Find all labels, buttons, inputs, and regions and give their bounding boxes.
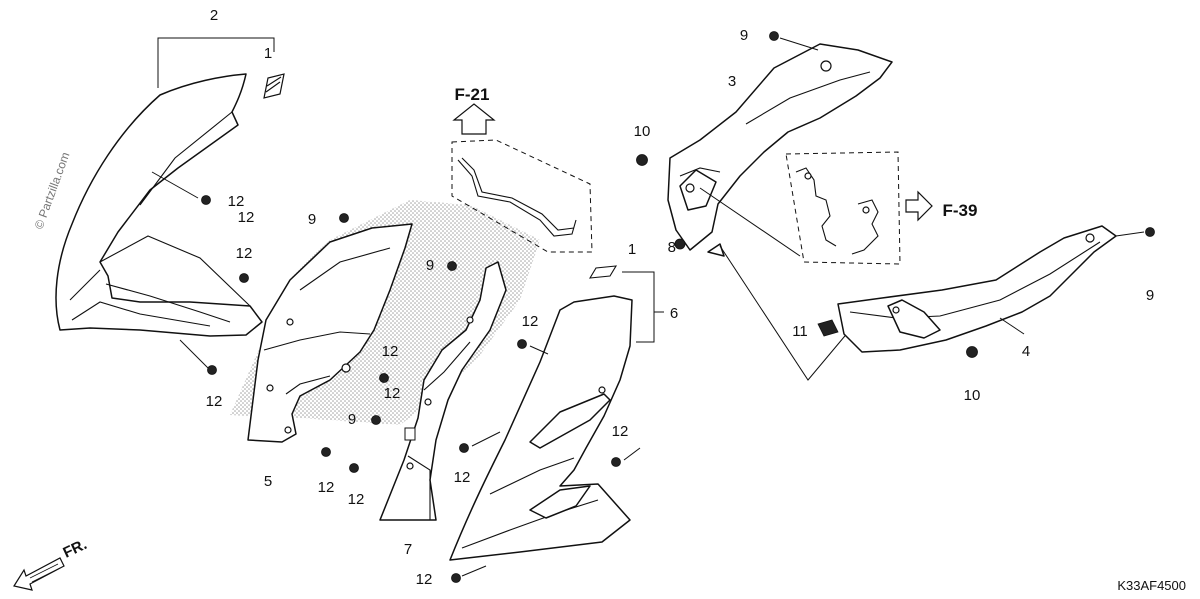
upper-cowl-part-2[interactable] bbox=[55, 73, 263, 337]
callout-5: 5 bbox=[264, 473, 272, 490]
callout-6: 6 bbox=[670, 305, 678, 322]
callout-2: 2 bbox=[210, 7, 218, 24]
bolt-12-e[interactable] bbox=[321, 447, 331, 457]
decal-part-1b[interactable] bbox=[588, 265, 618, 279]
callout-9-a: 9 bbox=[308, 211, 316, 228]
front-arrow-icon bbox=[13, 557, 65, 591]
callout-12-j: 12 bbox=[416, 571, 433, 588]
callout-10-a: 10 bbox=[634, 123, 651, 140]
bolt-12-i[interactable] bbox=[611, 457, 621, 467]
spring-11[interactable] bbox=[817, 319, 839, 337]
diagram-code: K33AF4500 bbox=[1117, 578, 1186, 593]
side-cover-part-3[interactable] bbox=[667, 43, 893, 257]
bolt-12-b[interactable] bbox=[239, 273, 249, 283]
bolt-12-a[interactable] bbox=[201, 195, 211, 205]
callout-12-d: 12 bbox=[382, 343, 399, 360]
bolt-12-c[interactable] bbox=[207, 365, 217, 375]
callout-12-a: 12 bbox=[228, 193, 245, 210]
callout-9-c: 9 bbox=[348, 411, 356, 428]
callout-1b: 1 bbox=[628, 241, 636, 258]
watermark: © Partzilla.com bbox=[32, 150, 73, 231]
bolt-8[interactable] bbox=[674, 238, 686, 250]
bolt-12-j[interactable] bbox=[451, 573, 461, 583]
bolt-12-d[interactable] bbox=[379, 373, 389, 383]
callout-12-e: 12 bbox=[318, 479, 335, 496]
callout-1: 1 bbox=[264, 45, 272, 62]
callout-12-i: 12 bbox=[612, 423, 629, 440]
up-arrow-f21 bbox=[452, 103, 496, 135]
bracket-f21 bbox=[457, 157, 577, 237]
callout-12-g: 12 bbox=[454, 469, 471, 486]
bolt-12-g[interactable] bbox=[459, 443, 469, 453]
right-arrow-f39 bbox=[905, 190, 933, 222]
bolt-9-d[interactable] bbox=[769, 31, 779, 41]
front-label: FR. bbox=[61, 536, 90, 562]
bolt-10-a[interactable] bbox=[636, 154, 648, 166]
callouts: 1 2 12 12 12 12 12 12 12 12 12 12 12 12 … bbox=[206, 7, 1155, 588]
ref-f39: F-39 bbox=[943, 201, 978, 220]
callout-12-b: 12 bbox=[236, 245, 253, 262]
bolt-10-b[interactable] bbox=[966, 346, 978, 358]
callout-9-d: 9 bbox=[740, 27, 748, 44]
ref-f21: F-21 bbox=[455, 85, 490, 104]
bolt-9-b[interactable] bbox=[447, 261, 457, 271]
lower-cowl-part-4[interactable] bbox=[837, 225, 1117, 353]
bolt-12-h[interactable] bbox=[517, 339, 527, 349]
callout-12-k: 12 bbox=[384, 385, 401, 402]
callout-12-l: 12 bbox=[238, 209, 255, 226]
callout-7: 7 bbox=[404, 541, 412, 558]
callout-10-b: 10 bbox=[964, 387, 981, 404]
bolt-9-e[interactable] bbox=[1145, 227, 1155, 237]
callout-8: 8 bbox=[668, 239, 676, 256]
callout-9-b: 9 bbox=[426, 257, 434, 274]
middle-cowl-part-6[interactable] bbox=[449, 295, 633, 561]
bolt-9-a[interactable] bbox=[339, 213, 349, 223]
callout-12-c: 12 bbox=[206, 393, 223, 410]
inner-panel-part-5[interactable] bbox=[247, 223, 413, 443]
bolt-12-f[interactable] bbox=[349, 463, 359, 473]
callout-11: 11 bbox=[792, 323, 808, 340]
inner-panel-part-7[interactable] bbox=[379, 261, 507, 521]
callout-12-h: 12 bbox=[522, 313, 539, 330]
callout-12-f: 12 bbox=[348, 491, 365, 508]
callout-9-e: 9 bbox=[1146, 287, 1154, 304]
callout-3: 3 bbox=[728, 73, 736, 90]
callout-4: 4 bbox=[1022, 343, 1030, 360]
bolt-9-c[interactable] bbox=[371, 415, 381, 425]
bracket-f39 bbox=[795, 167, 879, 255]
